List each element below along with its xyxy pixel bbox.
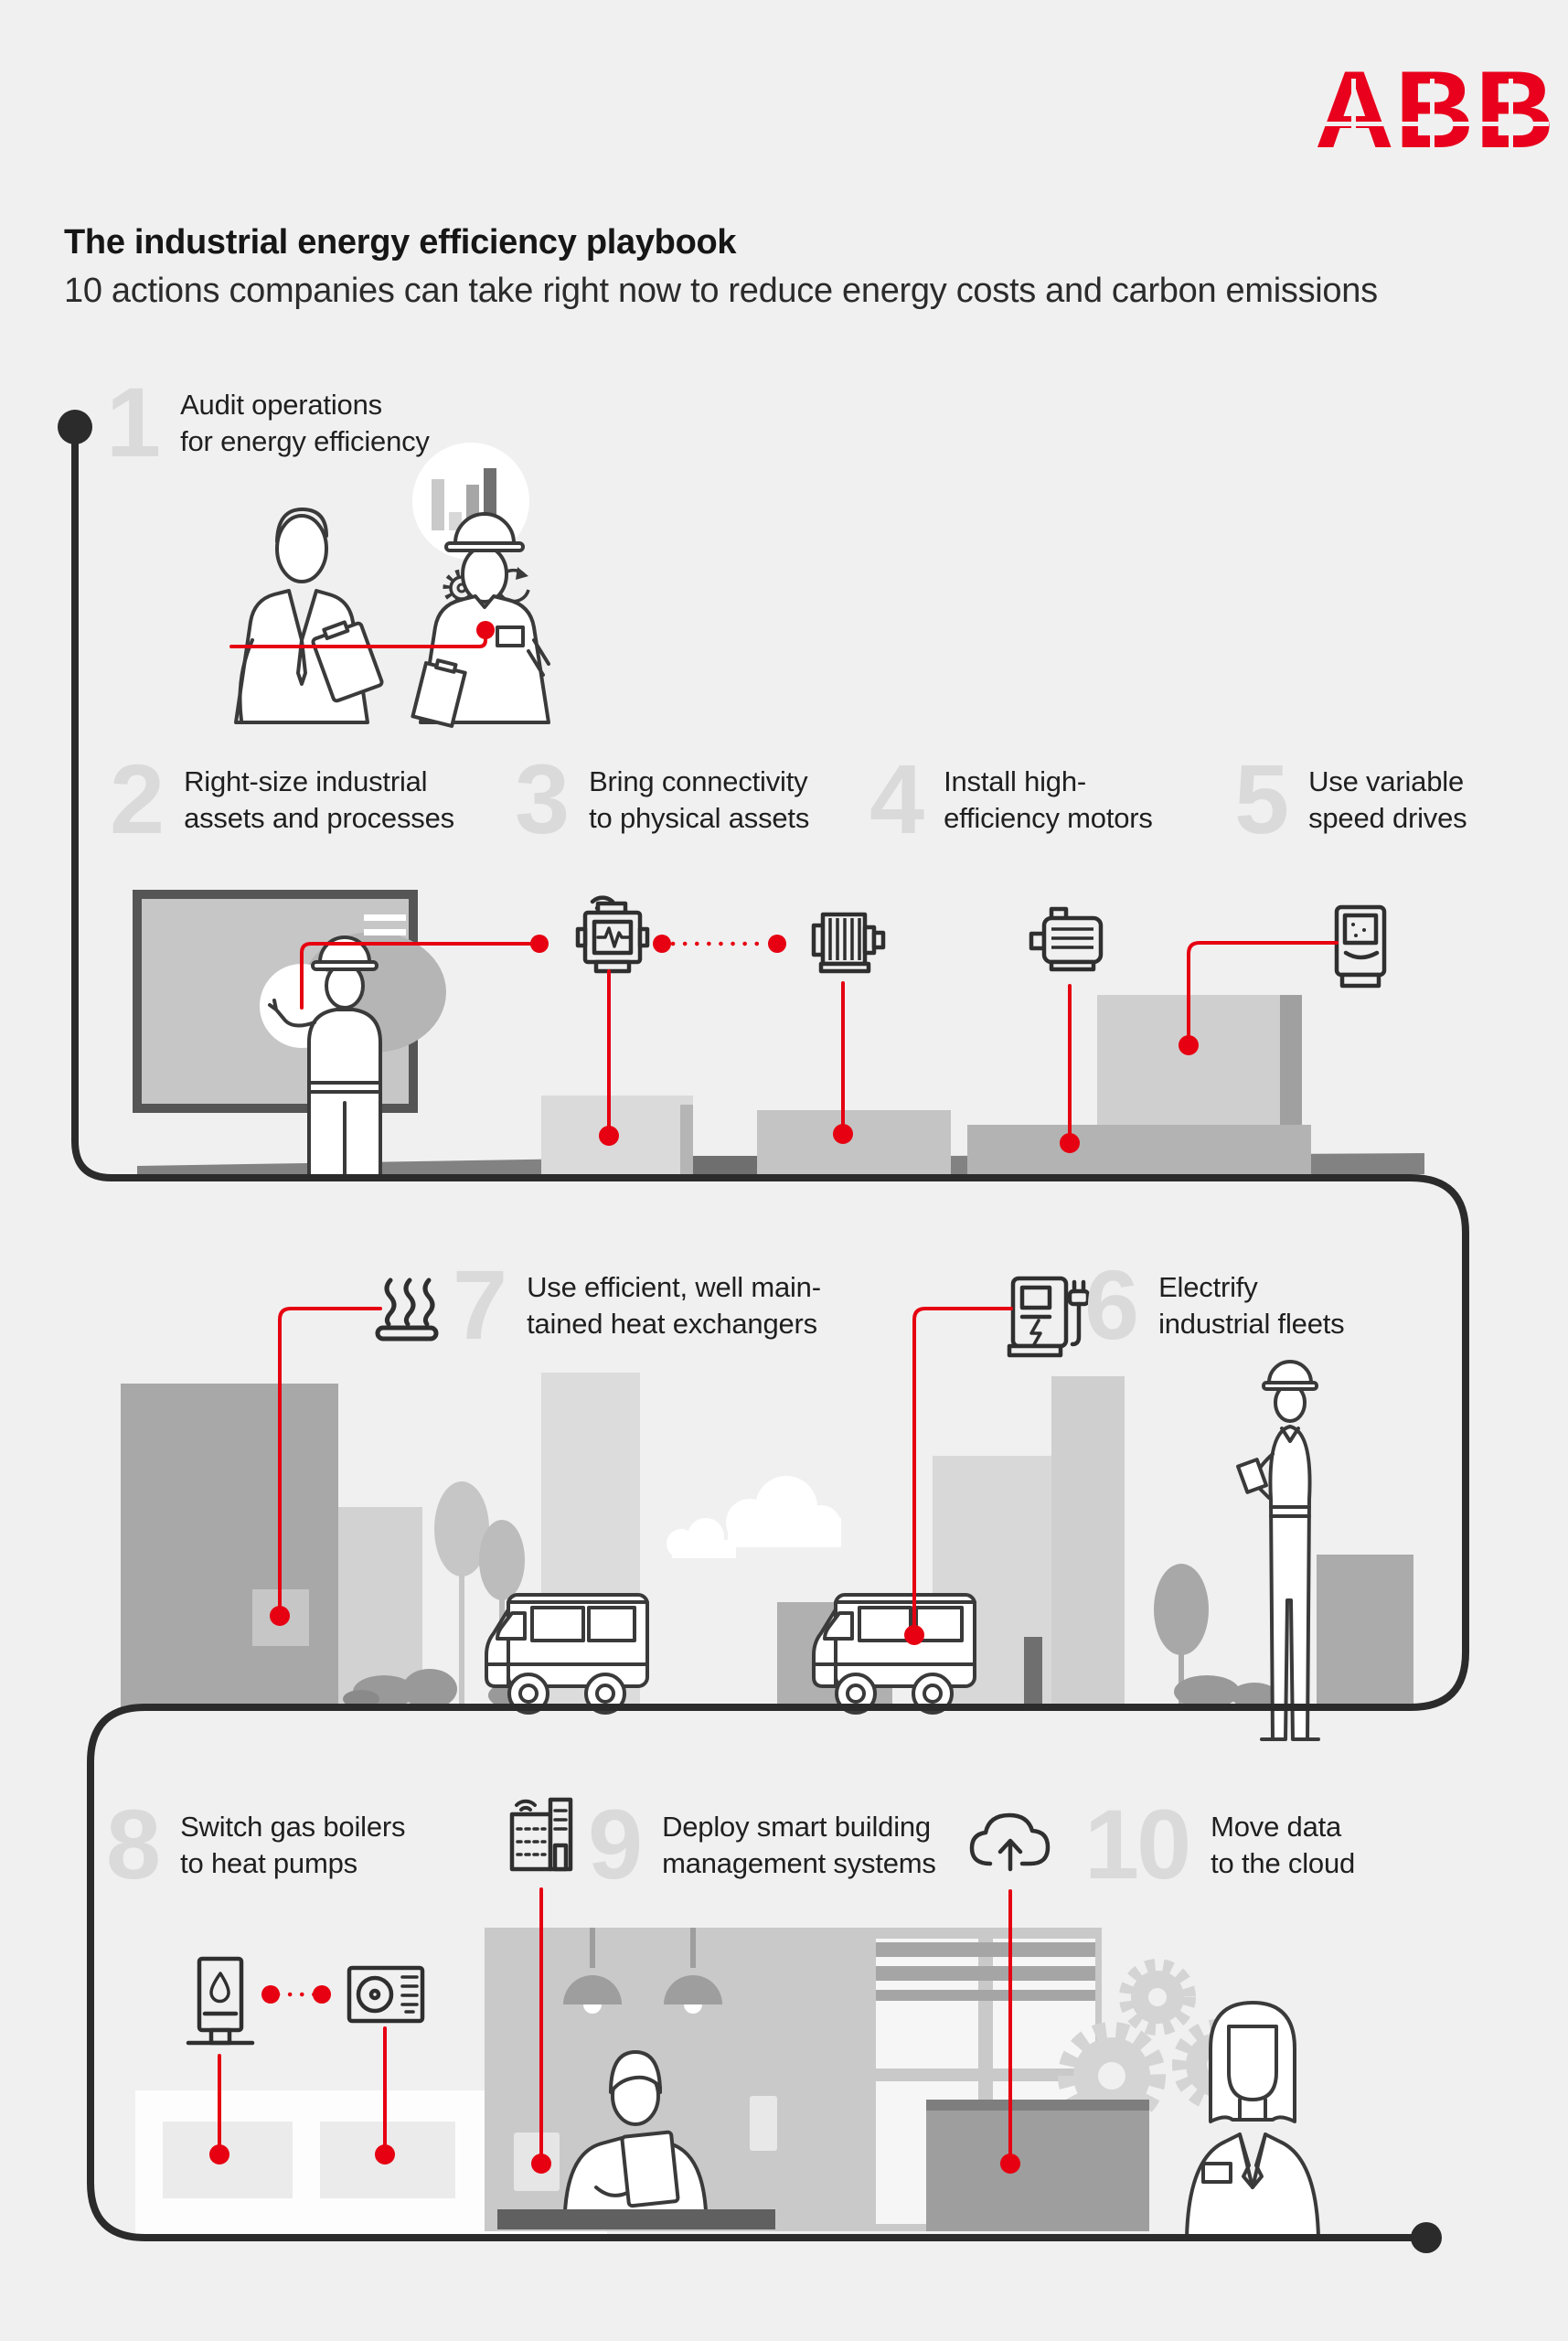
smart-building-icon (509, 1797, 573, 1872)
office-person (563, 2050, 708, 2213)
logo-slit (1509, 79, 1513, 166)
heat-pump-icon (347, 1965, 425, 2024)
finned-motor-icon (811, 912, 886, 974)
clouds (667, 1476, 841, 1558)
abb-logo: ABB (1315, 55, 1554, 166)
step-number: 3 (515, 743, 570, 854)
step-label: Install high-efficiency motors (944, 759, 1153, 839)
timeline-end-dot (1411, 2222, 1442, 2253)
step-label: Use variable speed drives (1308, 759, 1467, 839)
step-label-line2: to heat pumps (180, 1847, 357, 1879)
step-number: 9 (588, 1789, 643, 1899)
ev-charger-icon (1007, 1276, 1091, 1358)
connector-step2 (300, 942, 534, 1010)
step-label-line1: Audit operations (180, 389, 382, 421)
motor-icon (1029, 906, 1104, 972)
step-6-header: 6 Electrify industrial fleets (1084, 1249, 1345, 1360)
light-switch (750, 2096, 777, 2151)
step-number: 5 (1234, 743, 1289, 854)
step-label-line1: Bring connectivity (589, 765, 808, 797)
step-5-header: 5 Use variable speed drives (1234, 743, 1467, 854)
step-label: Switch gas boilers to heat pumps (180, 1804, 405, 1885)
step-label-line1: Install high- (944, 765, 1087, 797)
step-label-line2: management systems (662, 1847, 936, 1879)
server-box (926, 2100, 1149, 2231)
desk (497, 2209, 775, 2229)
step-label-line1: Deploy smart building (662, 1811, 931, 1843)
step-1-header: 1 Audit operations for energy efficiency (106, 367, 430, 477)
pendant-lamps (563, 1928, 722, 2014)
step-number: 4 (869, 743, 924, 854)
step-label-line1: Use efficient, well main- (527, 1271, 821, 1303)
fleet-worker (1236, 1360, 1320, 1741)
fleet-van-1 (485, 1593, 649, 1715)
step-label: Audit operations for energy efficiency (180, 382, 430, 463)
step-label-line2: tained heat exchangers (527, 1308, 817, 1340)
step-label-line1: Use variable (1308, 765, 1464, 797)
factory-building (121, 1384, 338, 1707)
connector-step6 (912, 1307, 1013, 1628)
step-label: Bring connectivity to physical assets (589, 759, 809, 839)
city-skyline (121, 1373, 1413, 1709)
step-label-line1: Move data (1211, 1811, 1342, 1843)
trees (434, 1481, 1209, 1704)
step-label: Use efficient, well main-tained heat exc… (527, 1265, 821, 1345)
connector-step5 (1187, 941, 1339, 1038)
step-number: 7 (453, 1249, 507, 1360)
step-label-line2: industrial fleets (1158, 1308, 1345, 1340)
logo-slit (1351, 79, 1356, 166)
timeline-start-dot (58, 410, 92, 444)
step-number: 8 (106, 1789, 161, 1899)
logo-slit (1430, 79, 1435, 166)
step-4-header: 4 Install high-efficiency motors (869, 743, 1153, 854)
red-dots (209, 621, 1199, 2174)
step-7-header: 7 Use efficient, well main-tained heat e… (453, 1249, 821, 1360)
engineer-person (411, 512, 550, 728)
machine-block-c (967, 1125, 1311, 1178)
step-label: Electrify industrial fleets (1158, 1265, 1345, 1345)
connector-step1 (229, 628, 487, 648)
fleet-van-2 (812, 1593, 976, 1715)
step-10-header: 10 Move data to the cloud (1084, 1789, 1355, 1899)
title-block: The industrial energy efficiency playboo… (64, 223, 1378, 311)
connected-sensor-icon (575, 895, 650, 974)
worker-at-board (268, 935, 382, 1181)
heat-exchanger-icon (375, 1277, 439, 1342)
step-2-header: 2 Right-size industrial assets and proces… (110, 743, 454, 854)
presentation-board (133, 890, 446, 1113)
connector-step7 (278, 1307, 382, 1609)
factory-skyline (137, 995, 1424, 1178)
step-label-line2: to physical assets (589, 802, 810, 834)
step-label: Right-size industrial assets and processe… (184, 759, 454, 839)
scientist-person (1185, 2001, 1320, 2239)
step-label: Deploy smart building management systems (662, 1804, 936, 1885)
auditor-person (234, 507, 384, 724)
step-label: Move data to the cloud (1211, 1804, 1355, 1885)
step-label-line2: speed drives (1308, 802, 1467, 834)
step-label-line2: to the cloud (1211, 1847, 1356, 1879)
gas-boiler-icon (186, 1956, 255, 2046)
step-number: 6 (1084, 1249, 1139, 1360)
step-3-header: 3 Bring connectivity to physical assets (515, 743, 809, 854)
cloud-upload-icon (969, 1812, 1051, 1872)
step-number: 10 (1084, 1789, 1191, 1899)
step-label-line2: efficiency motors (944, 802, 1153, 834)
step-label-line1: Switch gas boilers (180, 1811, 406, 1843)
step-label-line2: for energy efficiency (180, 425, 430, 457)
variable-speed-drive-icon (1334, 904, 1387, 989)
page-title: The industrial energy efficiency playboo… (64, 223, 737, 262)
timeline-path (58, 410, 1469, 2253)
step-9-header: 9 Deploy smart building management system… (588, 1789, 936, 1899)
step-label-line1: Electrify (1158, 1271, 1258, 1303)
machine-block-b (757, 1110, 951, 1178)
step-number: 2 (110, 743, 165, 854)
step-label-line1: Right-size industrial (184, 765, 428, 797)
step-label-line2: assets and processes (184, 802, 454, 834)
step-8-header: 8 Switch gas boilers to heat pumps (106, 1789, 406, 1899)
red-connectors (218, 628, 1339, 2155)
step-number: 1 (106, 367, 161, 477)
page-subtitle: 10 actions companies can take right now … (64, 272, 1378, 310)
